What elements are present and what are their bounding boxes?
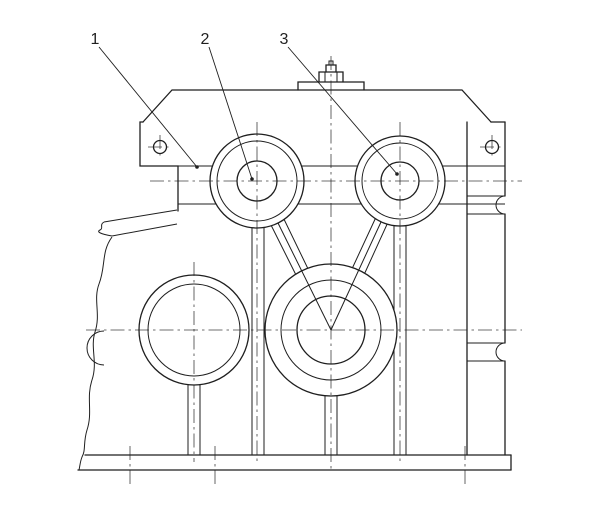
callout-3-endpoint [395,172,399,176]
lug-upper-edge [103,209,178,223]
callout-2-label: 2 [201,31,210,48]
rib-edge-lines [277,221,382,331]
centerlines [86,56,522,484]
housing-outline [139,89,506,456]
callout-2-leader [208,46,253,180]
base-bolt-centerlines [129,446,466,484]
flange-bolt-hole-left [148,135,172,159]
callout-1-label: 1 [91,31,100,48]
split-flange-lines [178,165,505,205]
callout-3-leader [287,46,398,175]
right-edge-notches [467,195,506,362]
bolt-hole-centerlines [480,135,504,159]
callout-3-label: 3 [280,31,289,48]
lug-break-end [98,221,113,237]
broken-lug [98,209,178,237]
notch-lower [467,342,506,362]
callout-2-endpoint [250,177,254,181]
breather-body [318,71,344,83]
flange-bolt-hole-right [480,135,504,159]
base-plate [77,454,512,471]
housing-left-flange-edge [139,121,179,212]
housing-roof-line [142,89,492,123]
rib-edge-left [277,222,332,331]
breather-body-ticks [324,72,338,82]
callout-1-endpoint [195,165,199,169]
wavy-break-edge [78,236,113,471]
bolt-hole-centerlines [148,135,172,159]
break-line [78,236,113,471]
lug-lower-edge [111,223,178,237]
rib-edge-right [330,221,382,331]
callout-1-leader [98,46,198,168]
callout-2: 2 [201,31,254,181]
callout-3: 3 [280,31,399,176]
callout-1: 1 [91,31,199,169]
diagonal-rib-lines [267,212,390,282]
hidden-boss-arc [86,330,105,366]
notch-upper [467,195,506,215]
